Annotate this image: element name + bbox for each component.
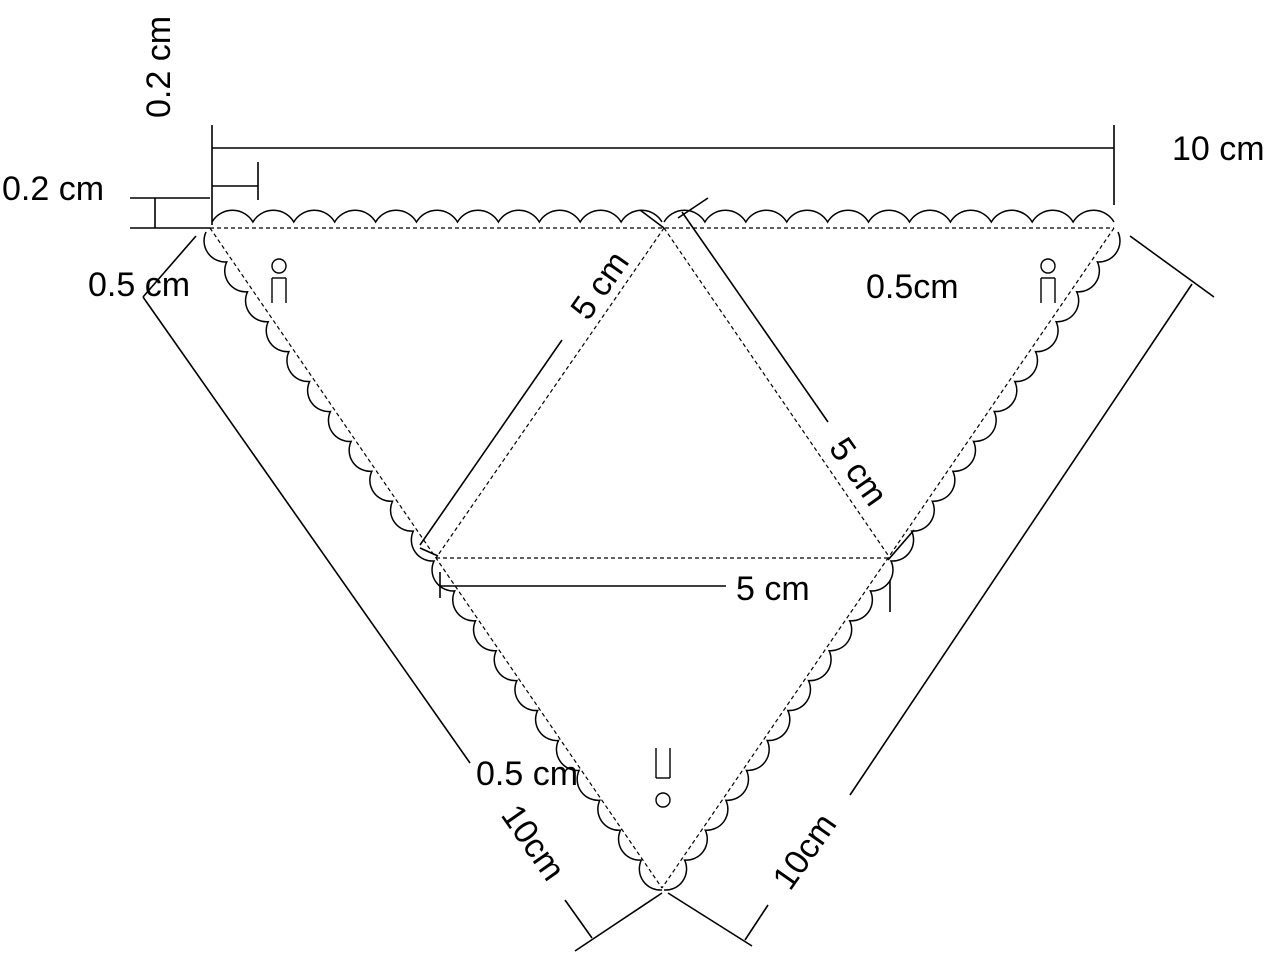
label-right-side: 10cm (765, 807, 844, 897)
dimension-scallop-height (130, 197, 210, 229)
hanger-hole-right-icon (1040, 258, 1056, 303)
dimension-inner-edges (419, 197, 915, 612)
fold-line-inner-right (663, 227, 891, 559)
hanger-hole-bottom-icon (655, 748, 671, 808)
label-middle-edge: 5 cm (736, 570, 810, 608)
scalloped-left-edge (203, 231, 663, 891)
label-scallop-width: 0.2 cm (2, 170, 104, 208)
label-upper-right-edge: 5 cm (821, 431, 894, 513)
label-scallop-height-vertical: 0.2 cm (140, 16, 178, 118)
label-right-margin: 0.5cm (866, 268, 959, 306)
dimension-scallop-width (212, 162, 259, 200)
fold-lines (209, 227, 1115, 889)
label-left-side: 10cm (493, 798, 572, 888)
dimension-right-side (667, 235, 1215, 947)
label-upper-left-edge: 5 cm (563, 244, 636, 326)
dimension-left-side (142, 235, 663, 952)
label-bottom-margin: 0.5 cm (476, 755, 578, 793)
label-top-width: 10 cm (1172, 130, 1265, 168)
scalloped-right-edge (663, 231, 1121, 891)
label-left-margin: 0.5 cm (88, 266, 190, 304)
fold-line-inner-left (435, 227, 665, 559)
dimension-top-width (211, 125, 1115, 225)
scalloped-top-edge (211, 209, 1115, 224)
hanger-hole-left-icon (271, 258, 287, 303)
